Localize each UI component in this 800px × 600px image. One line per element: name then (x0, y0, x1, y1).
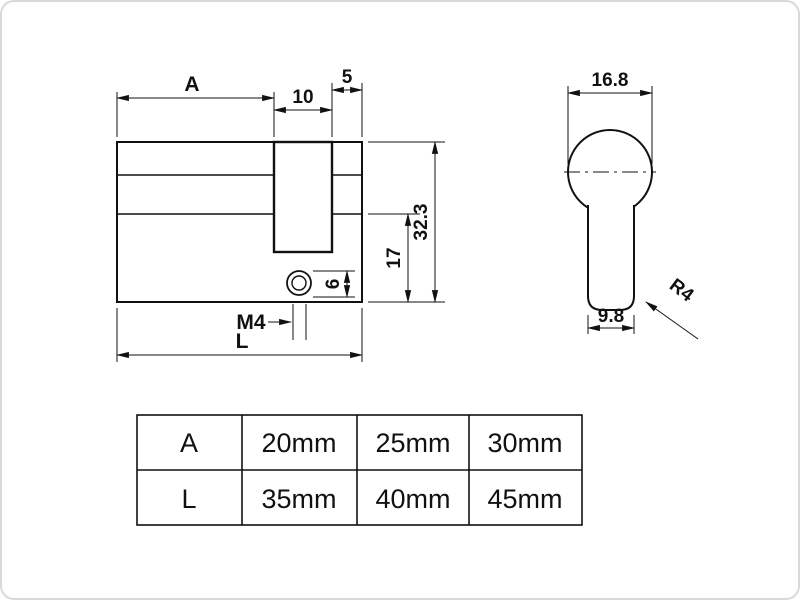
table-cell: 25mm (375, 428, 450, 458)
side-view-dimension-labels: A 10 5 32.3 17 6 M4 L (184, 67, 432, 353)
cylinder-body-outline (116, 141, 363, 303)
table-cell: 40mm (375, 484, 450, 514)
table-cell: 45mm (487, 484, 562, 514)
leader-line-R4 (645, 301, 699, 340)
dim-label-32-3: 32.3 (411, 204, 432, 241)
table-cell: A (180, 428, 198, 458)
cylinder-face-circle (567, 129, 653, 215)
cylinder-stem-outline (587, 205, 635, 311)
table-cell: 20mm (261, 428, 336, 458)
radius-label-R4: R4 (665, 275, 697, 307)
dim-label-16-8: 16.8 (592, 70, 629, 91)
dim-label-9-8: 9.8 (598, 306, 624, 327)
side-view-dimension-lines (115, 83, 445, 362)
cylinder-side-view (116, 140, 363, 303)
screw-hole-inner-circle (291, 275, 307, 291)
dim-label-6: 6 (323, 279, 344, 290)
table-cell: L (181, 484, 196, 514)
dim-label-10: 10 (292, 87, 313, 108)
size-table-text: A 20mm 25mm 30mm L 35mm 40mm 45mm (180, 428, 563, 514)
thread-label-M4: M4 (236, 311, 265, 334)
dim-label-L: L (236, 330, 249, 353)
dim-label-5: 5 (342, 67, 353, 88)
cylinder-front-view (564, 129, 656, 311)
dim-label-A: A (184, 73, 199, 96)
dim-label-17: 17 (384, 247, 405, 268)
table-cell: 35mm (261, 484, 336, 514)
table-cell: 30mm (487, 428, 562, 458)
size-table (136, 414, 583, 526)
front-view-dimension-lines (566, 86, 699, 340)
cam-slot-outline (272, 140, 334, 254)
screw-hole-outer-circle (286, 270, 312, 296)
